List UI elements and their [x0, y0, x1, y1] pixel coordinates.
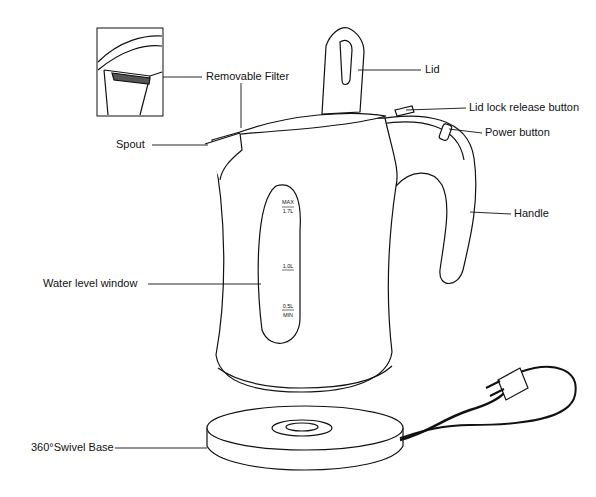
part-label: Water level window	[42, 277, 138, 290]
base-connector	[272, 420, 332, 436]
base-top	[207, 406, 403, 450]
lid-lock-button-shape	[395, 106, 414, 116]
plug-prongs	[486, 381, 504, 396]
rim-shape	[240, 113, 386, 134]
inset-filter	[112, 73, 150, 84]
scale-mark: 1.0L	[283, 263, 294, 269]
window-ticks	[282, 207, 294, 310]
scale-mark: 0.5L	[283, 303, 294, 309]
body-shape	[212, 118, 397, 392]
part-label: Lid	[424, 63, 441, 76]
base-connector-inner	[286, 423, 318, 431]
power-button-shape	[439, 123, 453, 141]
spout-shape	[205, 133, 242, 180]
scale-mark: 1.7L	[283, 208, 294, 214]
part-label: Spout	[115, 138, 146, 151]
window-shape	[258, 185, 300, 343]
part-label: Handle	[513, 207, 550, 220]
part-label: Removable Filter	[205, 70, 290, 83]
lid-shape	[322, 28, 364, 114]
scale-mark: MAX	[282, 199, 294, 205]
inset-frame	[97, 28, 163, 116]
part-label: Power button	[484, 126, 551, 139]
body-bottom	[218, 366, 392, 388]
leader-lines	[103, 70, 511, 448]
lid-grip	[340, 40, 352, 84]
inset-detail	[98, 36, 162, 115]
scale-mark: MIN	[283, 312, 293, 318]
part-label: 360°Swivel Base	[30, 441, 115, 454]
cord-loop	[400, 367, 576, 438]
part-label: Lid lock release button	[468, 101, 580, 114]
plug-body	[498, 368, 528, 400]
